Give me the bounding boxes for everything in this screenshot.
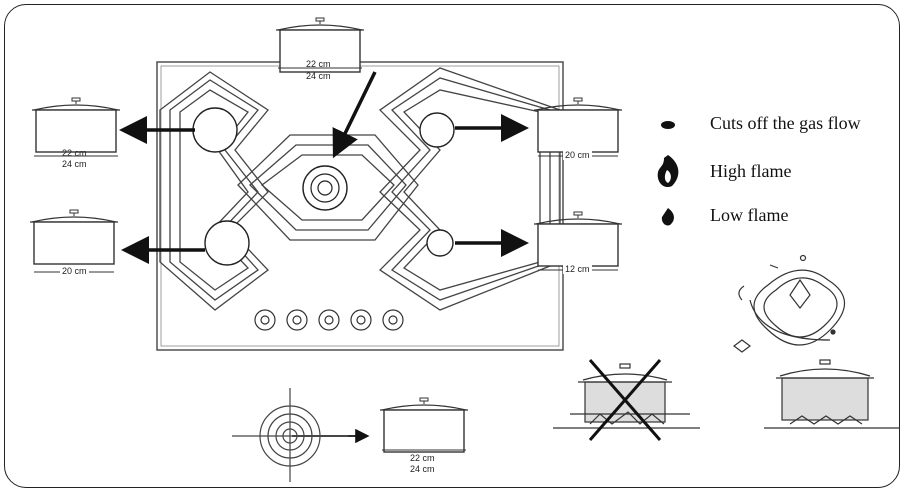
knob-3[interactable]: [318, 309, 340, 331]
burner-left-top: [192, 107, 238, 153]
pot-left-bottom: [29, 209, 119, 265]
pot-bottom-size-1: 22 cm: [410, 453, 435, 463]
pot-left-top-size-2: 24 cm: [62, 159, 87, 169]
legend-low-text: Low flame: [710, 205, 789, 225]
right-pan-support: [378, 67, 561, 311]
pot-top-size-1: 22 cm: [306, 59, 331, 69]
burner-left-bottom: [204, 220, 250, 266]
off-icon: [661, 121, 675, 129]
pot-right-top-size: 20 cm: [563, 150, 592, 160]
burner-center: [302, 165, 348, 211]
pot-bottom-size-2: 24 cm: [410, 464, 435, 474]
low-flame-icon: [661, 208, 674, 226]
wrong-pot-placement: [553, 359, 700, 441]
high-flame-icon: [657, 155, 679, 188]
pot-top-size-2: 24 cm: [306, 71, 331, 81]
legend-high-text: High flame: [710, 161, 792, 181]
knob-dial-diagram: [733, 254, 846, 353]
pot-left-top: [31, 97, 121, 153]
burner-right-bottom: [426, 229, 454, 257]
legend-off-text: Cuts off the gas flow: [710, 113, 861, 133]
burner-detail: [232, 388, 348, 482]
pot-bottom-center: [379, 397, 469, 453]
diagram-frame: [4, 4, 900, 488]
knob-2[interactable]: [286, 309, 308, 331]
left-pan-support: [159, 71, 269, 311]
pot-left-top-size-1: 22 cm: [62, 148, 87, 158]
burner-right-top: [419, 112, 455, 148]
correct-pot-placement: [764, 359, 900, 429]
center-pan-support: [237, 134, 419, 241]
pot-left-bottom-size: 20 cm: [60, 266, 89, 276]
knob-5[interactable]: [382, 309, 404, 331]
pot-right-bottom-size: 12 cm: [563, 264, 592, 274]
knob-4[interactable]: [350, 309, 372, 331]
control-knobs[interactable]: [254, 309, 404, 331]
knob-1[interactable]: [254, 309, 276, 331]
